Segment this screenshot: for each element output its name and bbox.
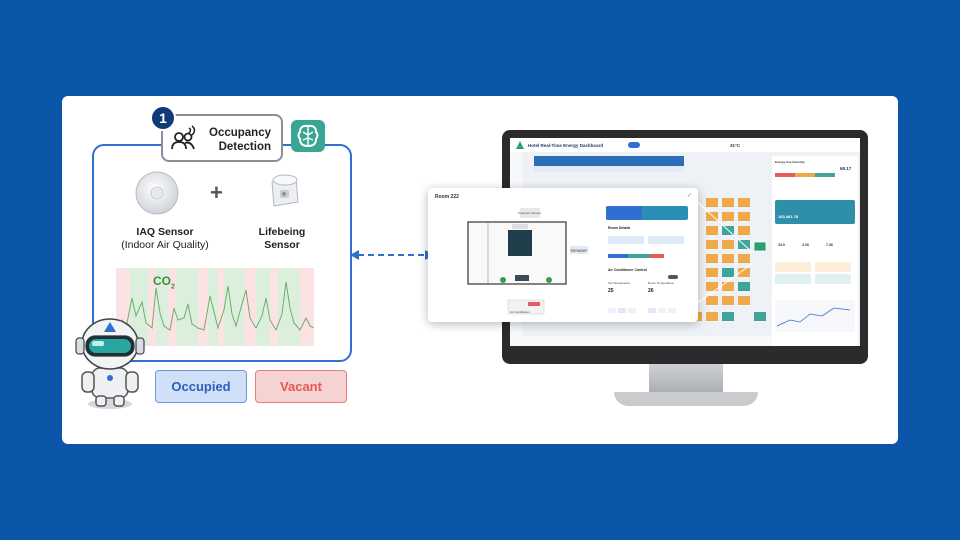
zoom-connector-lines (682, 187, 753, 315)
co2-label-text: CO (153, 274, 171, 288)
svg-text:7.36: 7.36 (826, 243, 833, 247)
ac-control-heading: Air Conditioner Control (608, 268, 647, 272)
life-sensor-label: Life Sensor (571, 249, 587, 253)
monitor-base (614, 392, 758, 406)
iaq-caption: IAQ Sensor (Indoor Air Quality) (110, 226, 220, 252)
co2-chart (116, 268, 314, 346)
svg-text:4.05: 4.05 (802, 243, 809, 247)
ac-label: Air Conditioner (510, 310, 530, 314)
dashboard-mockup: Hotel Real-Time Energy Dashboard 31°C (510, 138, 860, 346)
dashboard-title: Hotel Real-Time Energy Dashboard (528, 143, 603, 148)
bidirectional-arrow-icon (350, 250, 434, 260)
occupied-status-button[interactable]: Occupied (155, 370, 247, 403)
illustration-card: Occupancy Detection 1 + IAQ Sensor (Indo… (62, 96, 898, 444)
set-temp-label: Set Temperature (608, 281, 631, 285)
people-sensing-icon (171, 125, 196, 150)
floor-plan (467, 206, 688, 315)
room-details-heading: Room Details (608, 226, 631, 230)
temp-readout: 31°C (730, 143, 741, 148)
step-badge: 1 (150, 105, 176, 131)
svg-text:34.9: 34.9 (778, 243, 785, 247)
set-temp-value[interactable]: 25 (608, 288, 614, 294)
iaq-subtitle: (Indoor Air Quality) (121, 239, 209, 251)
lifebeing-sensor-icon (271, 174, 299, 207)
robot-mascot (75, 318, 145, 409)
title-line-2: Detection (218, 141, 271, 153)
svg-text:Energy Use Intensity: Energy Use Intensity (775, 160, 805, 164)
lifebeing-title-1: Lifebeing (258, 226, 306, 238)
co2-label-sub: 2 (171, 283, 175, 291)
svg-text:68.17: 68.17 (840, 166, 852, 171)
vacant-status-button[interactable]: Vacant (255, 370, 347, 403)
iaq-sensor-icon (135, 171, 179, 215)
plus-sign: + (210, 180, 223, 205)
co2-label: CO2 (153, 274, 175, 290)
room-title: Room 222 (435, 194, 459, 200)
room-popup: Room 222 ✕ Presence Sensor (428, 188, 698, 322)
ai-brain-icon (291, 120, 325, 152)
close-icon[interactable]: ✕ (686, 193, 692, 199)
room-temp-label: Room Temperature (648, 281, 674, 285)
lifebeing-caption: Lifebeing Sensor (240, 226, 324, 252)
svg-text:183,481.78: 183,481.78 (778, 214, 799, 219)
lifebeing-title-2: Sensor (264, 239, 300, 251)
room-temp-value: 26 (648, 288, 654, 294)
occupancy-title: Occupancy Detection (209, 126, 271, 154)
presence-sensor-label: Presence Sensor (518, 211, 542, 215)
monitor-neck (649, 364, 723, 394)
iaq-title: IAQ Sensor (136, 226, 194, 238)
occupancy-title-box: Occupancy Detection (161, 114, 283, 162)
title-line-1: Occupancy (209, 127, 271, 139)
